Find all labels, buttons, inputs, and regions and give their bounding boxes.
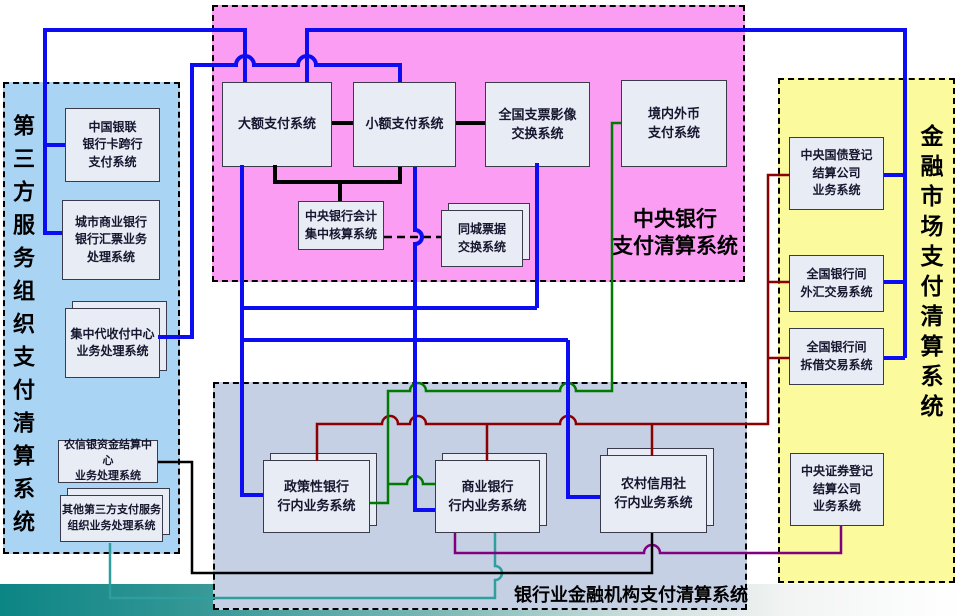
box-local-clearing-system: 同城票据 交换系统 (441, 210, 523, 267)
region-title-banking: 银行业金融机构支付清算系统 (514, 585, 748, 605)
box-rural-credit-settlement-system: 农信银资金结算中心 业务处理系统 (58, 439, 158, 483)
box-rural-credit-union-system: 农村信用社 行内业务系统 (600, 455, 707, 533)
box-other-third-party-system: 其他第三方支付服务 组织业务处理系统 (60, 495, 163, 542)
box-interbank-lending-system: 全国银行间 拆借交易系统 (789, 328, 884, 385)
box-govt-bond-registry-system: 中央国债登记 结算公司 业务系统 (789, 137, 884, 210)
box-foreign-currency-payment-system: 境内外币 支付系统 (621, 80, 727, 167)
box-cheque-image-system: 全国支票影像 交换系统 (485, 82, 590, 167)
region-title-central-bank: 中央银行 支付清算系统 (607, 206, 743, 260)
box-unionpay-card-payment-system: 中国银联 银行卡跨行 支付系统 (65, 108, 160, 182)
box-city-bank-draft-system: 城市商业银行 银行汇票业务 处理系统 (62, 200, 160, 280)
box-policy-bank-system: 政策性银行 行内业务系统 (263, 460, 370, 533)
region-title-third-party: 第三方服务组织支付清算系统 (10, 114, 35, 543)
box-hvps: 大额支付系统 (222, 82, 332, 167)
region-title-central-bank-line2: 支付清算系统 (612, 235, 738, 258)
box-beps: 小额支付系统 (353, 82, 456, 167)
region-title-central-bank-line1: 中央银行 (633, 208, 717, 231)
box-securities-registry-system: 中央证券登记 结算公司 业务系统 (790, 453, 884, 526)
box-central-bank-accounting-system: 中央银行会计 集中核算系统 (298, 201, 384, 250)
box-collection-center-system: 集中代收付中心 业务处理系统 (65, 308, 160, 378)
box-commercial-bank-system: 商业银行 行内业务系统 (435, 460, 540, 533)
box-fx-trading-system: 全国银行间 外汇交易系统 (789, 255, 884, 312)
region-title-financial-market: 金融市场支付清算系统 (917, 124, 943, 424)
